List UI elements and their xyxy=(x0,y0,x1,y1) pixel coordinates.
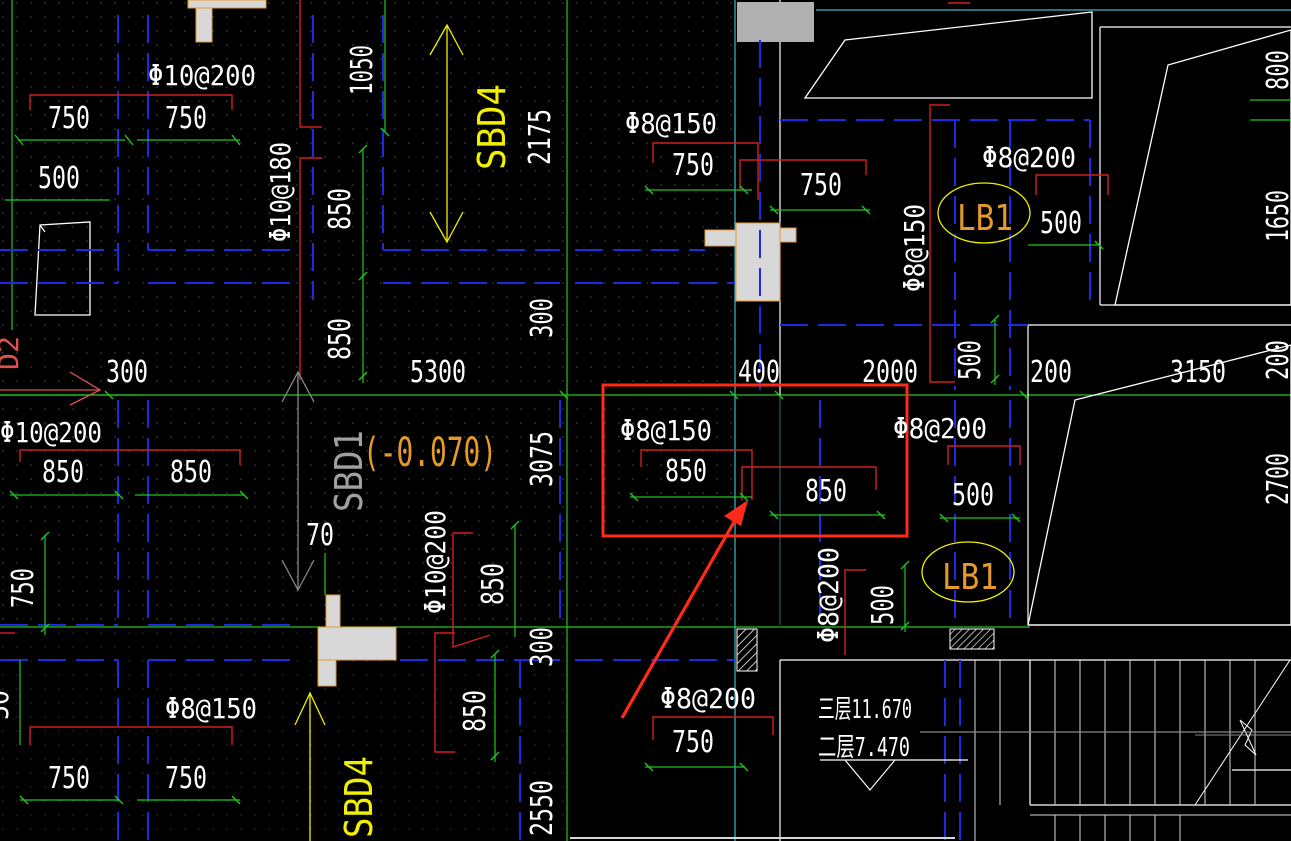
dimension-label-vertical: 800 xyxy=(1261,50,1291,90)
dimension-label: 750 xyxy=(48,101,90,136)
span-arrows xyxy=(0,23,464,841)
rebar-label: Φ8@200 xyxy=(893,412,987,445)
dimension-label-vertical: 850 xyxy=(323,188,358,230)
dimension-label: 750 xyxy=(672,148,714,183)
dimension-label: 500 xyxy=(38,161,80,196)
dimension-label-vertical: 2550 xyxy=(525,780,560,836)
lb1-ellipse-bottom xyxy=(921,541,1015,603)
rebar-label: Φ8@200 xyxy=(982,141,1076,174)
rebar-label: Φ8@200 xyxy=(660,682,756,715)
dimension-label-vertical: 500 xyxy=(866,585,901,625)
boxed-dimension-label: 850 xyxy=(805,474,847,509)
rebar-label-vertical: Φ10@200 xyxy=(419,510,452,614)
dimension-ticks xyxy=(9,127,1104,805)
dimension-label: 750 xyxy=(165,101,207,136)
elevation-label: (-0.070) xyxy=(363,430,497,476)
boxed-rebar-label: Φ8@150 xyxy=(620,414,712,447)
dimension-label-vertical: 200 xyxy=(1261,340,1291,380)
edge-label: 50 xyxy=(0,690,15,720)
dimension-label: 750 xyxy=(800,168,842,203)
dimension-label-vertical: 500 xyxy=(953,340,988,380)
hatched-column-b xyxy=(949,628,995,650)
highlight-box xyxy=(601,383,909,538)
dimension-label: 750 xyxy=(48,761,90,796)
slab-id-label: SBD4 xyxy=(337,756,381,838)
rebar-label: Φ8@150 xyxy=(165,692,257,725)
dimension-label: 750 xyxy=(672,725,714,760)
dimension-label: 750 xyxy=(165,761,207,796)
columns xyxy=(187,0,814,687)
floor-elevation-label: 二层7.470 xyxy=(818,733,910,763)
dimension-label-vertical: 1050 xyxy=(345,45,380,95)
dimension-label: 3150 xyxy=(1170,355,1226,390)
slab-dot-fill-left xyxy=(0,0,735,625)
rebar-label-vertical: Φ8@150 xyxy=(898,204,931,292)
stair-break-symbol xyxy=(1239,719,1257,756)
elevation-marker xyxy=(820,731,1291,791)
dimension-lines xyxy=(0,0,1291,801)
floor-elevation-label: 三层11.670 xyxy=(818,695,912,725)
slab-id-label: SBD4 xyxy=(470,84,514,170)
dimension-label-vertical: 2175 xyxy=(523,109,558,165)
dimension-label-vertical: 300 xyxy=(525,298,560,338)
annotation-arrowhead xyxy=(724,500,748,526)
dimension-label-vertical: 300 xyxy=(525,627,560,667)
hatched-column-a xyxy=(736,628,758,672)
dimension-label: 200 xyxy=(1030,355,1072,390)
dimension-label-vertical: 3075 xyxy=(525,431,560,487)
rebar-label: Φ8@150 xyxy=(625,107,717,140)
dimension-label-vertical: 850 xyxy=(458,690,493,732)
rebar-label-vertical: Φ10@180 xyxy=(264,142,297,242)
dimension-label-vertical: 2700 xyxy=(1261,453,1291,505)
rebar-label-vertical: Φ8@200 xyxy=(812,547,845,643)
dimension-label-vertical: 850 xyxy=(323,318,358,360)
beam-id-label: LB1 xyxy=(957,198,1013,239)
rebar-marks xyxy=(0,0,1109,753)
dimension-label: 850 xyxy=(42,455,84,490)
beam-dashed-lines xyxy=(0,15,1091,841)
slab-id-label: SBD1 xyxy=(327,430,371,512)
beam-id-label: LB1 xyxy=(942,557,998,598)
rebar-label: Φ10@200 xyxy=(0,416,102,449)
dimension-label: 500 xyxy=(952,478,994,513)
dimension-label: 400 xyxy=(738,355,780,390)
edge-label: D2 xyxy=(0,336,25,370)
slab-openings xyxy=(34,11,1291,626)
dimension-label: 500 xyxy=(1040,206,1082,241)
dimension-label: 850 xyxy=(170,455,212,490)
dimension-label: 2000 xyxy=(862,355,918,390)
dimension-label: 5300 xyxy=(410,355,466,390)
dimension-label: 70 xyxy=(306,518,334,553)
annotation-arrow xyxy=(620,507,744,719)
dimension-label-vertical: 750 xyxy=(6,568,41,608)
slab-dot-fill-lower xyxy=(0,625,570,841)
dimension-label-vertical: 850 xyxy=(476,563,511,605)
dimension-label-vertical: 1650 xyxy=(1261,190,1291,242)
boxed-dimension-label: 850 xyxy=(665,454,707,489)
rebar-label: Φ10@200 xyxy=(148,59,256,92)
dimension-label: 300 xyxy=(106,355,148,390)
lb1-ellipse-top xyxy=(937,182,1031,244)
